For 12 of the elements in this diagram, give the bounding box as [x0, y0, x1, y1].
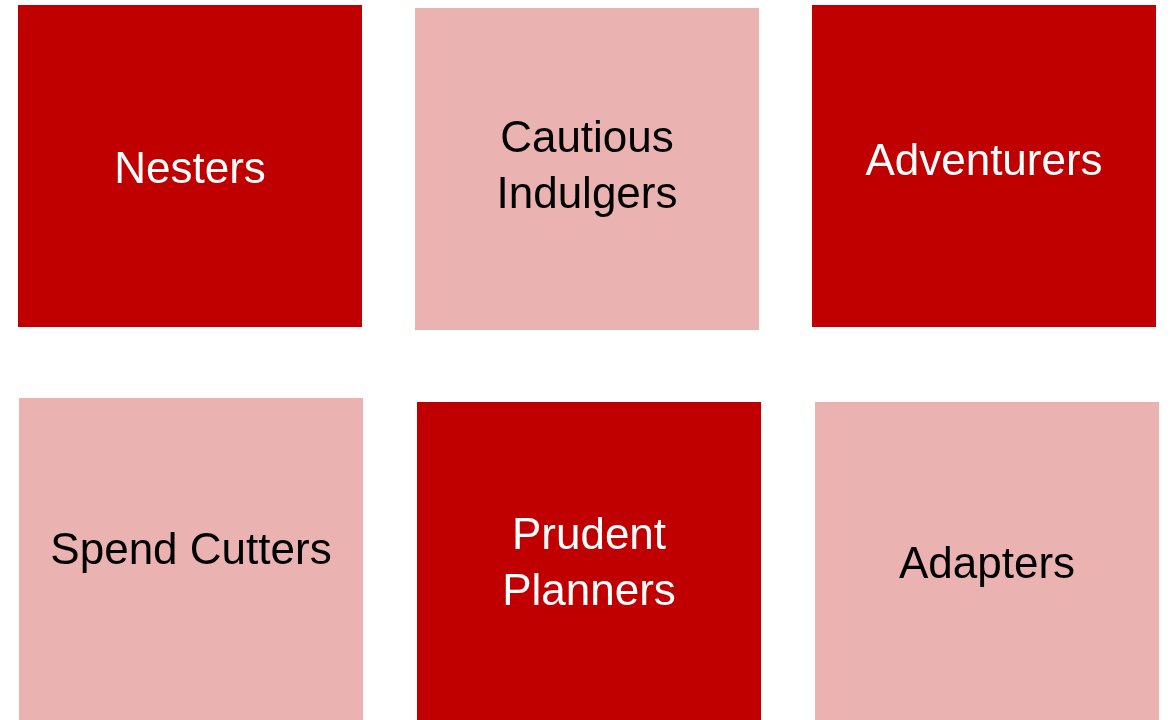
segment-label: Adapters — [898, 537, 1076, 589]
segment-label: Adventurers — [865, 134, 1103, 186]
segment-label: Cautious Indulgers — [495, 111, 679, 219]
segment-box — [812, 5, 1156, 327]
segment-box — [19, 398, 363, 720]
segment-label: Spend Cutters — [50, 523, 332, 575]
segment-box — [18, 5, 362, 327]
segment-box — [415, 8, 759, 330]
segment-label: Prudent Planners — [501, 508, 677, 616]
segment-box — [815, 402, 1159, 720]
segment-box — [417, 402, 761, 720]
segment-label: Nesters — [114, 142, 266, 194]
